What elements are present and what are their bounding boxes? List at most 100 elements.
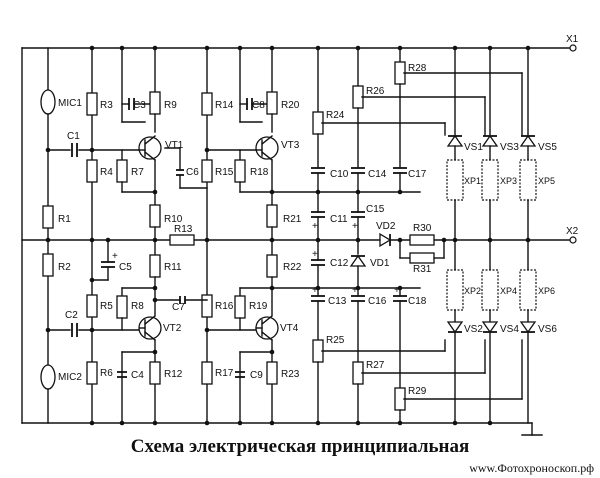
label-r18: R18 xyxy=(250,167,269,178)
label-vt3: VT3 xyxy=(281,140,300,151)
label-c1: C1 xyxy=(67,131,80,142)
power-rails xyxy=(21,44,577,436)
label-vs4: VS4 xyxy=(500,324,519,335)
label-c15: C15 xyxy=(366,204,385,215)
label-r6: R6 xyxy=(100,368,113,379)
resistor-r17 xyxy=(201,361,213,385)
label-xp2: XP2 xyxy=(464,286,481,296)
resistor-r6 xyxy=(86,361,98,385)
thyristor-vs2 xyxy=(446,321,464,334)
resistor-r8 xyxy=(116,295,128,319)
label-vs1: VS1 xyxy=(464,142,483,153)
resistor-r7 xyxy=(116,159,128,183)
label-c5: C5 xyxy=(119,262,132,273)
resistor-r22 xyxy=(266,254,278,278)
label-r26: R26 xyxy=(366,86,385,97)
label-c15-plus: + xyxy=(352,221,358,232)
resistor-r5 xyxy=(86,294,98,318)
label-c9: C9 xyxy=(250,370,263,381)
connector-xp1[interactable] xyxy=(446,159,464,201)
label-r25: R25 xyxy=(326,335,345,346)
connector-xp2[interactable] xyxy=(446,269,464,311)
label-c5-plus: + xyxy=(112,251,118,262)
resistor-r18 xyxy=(234,159,246,183)
resistor-r30 xyxy=(409,234,435,246)
resistor-r3 xyxy=(86,92,98,116)
label-r28: R28 xyxy=(408,63,427,74)
label-mic1: MIC1 xyxy=(58,98,82,109)
label-c13-plus: + xyxy=(312,285,318,296)
thyristor-vs1 xyxy=(446,134,464,147)
label-c13: C13 xyxy=(328,296,347,307)
label-r2: R2 xyxy=(58,262,71,273)
label-r22: R22 xyxy=(283,262,302,273)
connector-xp4[interactable] xyxy=(481,269,499,311)
transistor-vt2 xyxy=(138,315,162,341)
label-vs5: VS5 xyxy=(538,142,557,153)
connector-xp6[interactable] xyxy=(519,269,537,311)
label-c14: C14 xyxy=(368,169,387,180)
label-r10: R10 xyxy=(164,214,183,225)
thyristor-vs3 xyxy=(481,134,499,147)
connector-xp3[interactable] xyxy=(481,159,499,201)
label-vt2: VT2 xyxy=(163,323,182,334)
label-c3: C3 xyxy=(133,100,146,111)
transistor-vt4 xyxy=(255,315,279,341)
label-c12: C12 xyxy=(330,258,349,269)
label-c2: C2 xyxy=(65,310,78,321)
thyristor-vs5 xyxy=(519,134,537,147)
label-c18: C18 xyxy=(408,296,427,307)
label-c10: C10 xyxy=(330,169,349,180)
label-c18-plus: + xyxy=(394,285,400,296)
label-x2: X2 xyxy=(566,226,579,237)
diode-vd2 xyxy=(379,232,392,248)
label-xp4: XP4 xyxy=(500,286,517,296)
label-c11-plus: + xyxy=(312,221,318,232)
transistor-vt3 xyxy=(255,135,279,161)
resistor-r13 xyxy=(169,234,195,246)
resistor-r15 xyxy=(201,159,213,183)
transistor-vt1 xyxy=(138,135,162,161)
mic1 xyxy=(40,47,56,151)
label-r8: R8 xyxy=(131,301,144,312)
diode-vd1 xyxy=(349,254,367,267)
label-r23: R23 xyxy=(281,369,300,380)
label-r16: R16 xyxy=(215,301,234,312)
terminal-x2[interactable] xyxy=(569,236,577,244)
label-r7: R7 xyxy=(131,167,144,178)
label-r12: R12 xyxy=(164,369,183,380)
label-vs6: VS6 xyxy=(538,324,557,335)
label-c16-plus: + xyxy=(352,285,358,296)
label-r31: R31 xyxy=(413,264,432,275)
label-vd1: VD1 xyxy=(370,258,390,269)
label-c8: C8 xyxy=(252,100,265,111)
label-r11: R11 xyxy=(164,262,182,273)
label-c4: C4 xyxy=(131,370,144,381)
label-r1: R1 xyxy=(58,214,71,225)
label-c17: C17 xyxy=(408,169,427,180)
label-r30: R30 xyxy=(413,223,432,234)
resistor-r21 xyxy=(266,204,278,228)
label-r15: R15 xyxy=(215,167,234,178)
resistor-r9 xyxy=(149,91,161,115)
label-r4: R4 xyxy=(100,167,113,178)
label-r19: R19 xyxy=(249,301,268,312)
label-r9: R9 xyxy=(164,100,177,111)
label-xp1: XP1 xyxy=(464,176,481,186)
label-r14: R14 xyxy=(215,100,234,111)
label-r24: R24 xyxy=(326,110,345,121)
connector-xp5[interactable] xyxy=(519,159,537,201)
label-r17: R17 xyxy=(215,368,234,379)
thyristor-vs4 xyxy=(481,321,499,334)
label-vs2: VS2 xyxy=(464,324,483,335)
label-c7: C7 xyxy=(172,302,185,313)
label-r21: R21 xyxy=(283,214,302,225)
label-r20: R20 xyxy=(281,100,300,111)
resistor-r1 xyxy=(42,205,54,229)
label-c6: C6 xyxy=(186,167,199,178)
resistor-r20 xyxy=(266,91,278,115)
terminal-x1[interactable] xyxy=(569,44,577,52)
resistor-r4 xyxy=(86,159,98,183)
